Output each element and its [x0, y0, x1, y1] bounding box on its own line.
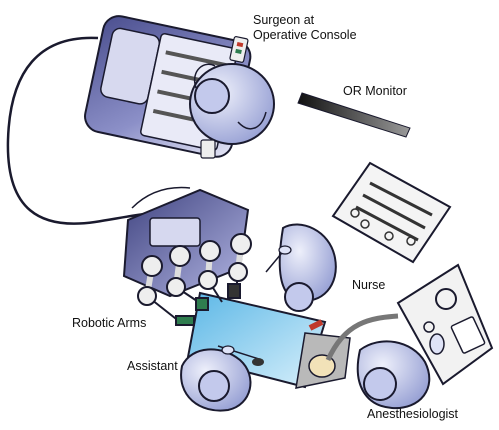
or-monitor-label: OR Monitor — [343, 84, 407, 98]
nurse-figure-icon — [265, 223, 337, 312]
or-monitor-icon — [297, 92, 411, 138]
anesthesiologist-figure-icon — [356, 333, 445, 410]
instrument-tray-icon — [331, 161, 452, 264]
anesthesiologist-label: Anesthesiologist — [367, 407, 459, 421]
surgeon-console-label: Surgeon at Operative Console — [253, 13, 357, 43]
robotic-arms-icon — [137, 233, 252, 326]
surgeon-label-line-1: Surgeon at — [253, 13, 315, 27]
surgeon-figure-icon — [189, 63, 275, 145]
patient-head-icon — [308, 354, 336, 378]
assistant-label: Assistant — [127, 359, 178, 373]
console-cable — [6, 36, 161, 225]
surgeon-label-line-2: Operative Console — [253, 28, 357, 42]
robotic-cart-icon — [122, 186, 250, 298]
anesthesia-machine-icon — [308, 263, 494, 386]
assistant-figure-icon — [180, 345, 264, 412]
nurse-label: Nurse — [352, 278, 386, 292]
robotic-arms-label: Robotic Arms — [72, 316, 147, 330]
hand-controller-icon — [200, 139, 216, 159]
